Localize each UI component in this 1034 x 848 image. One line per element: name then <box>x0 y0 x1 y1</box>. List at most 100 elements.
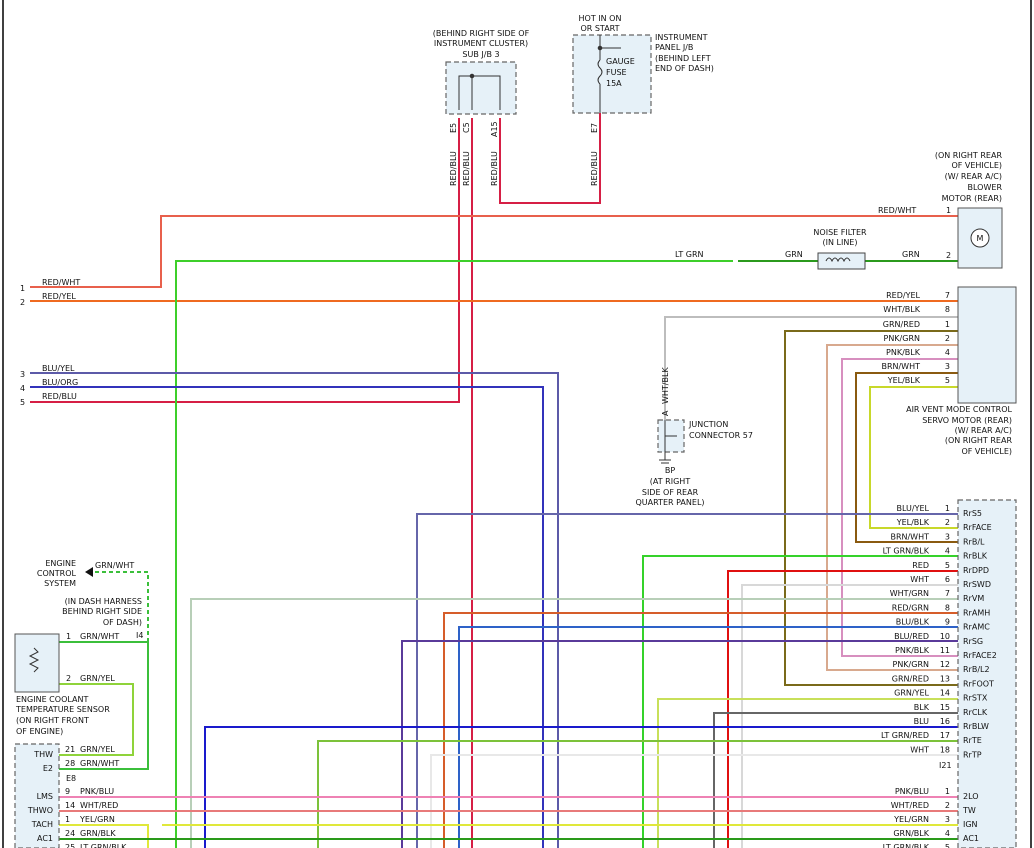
rear-unit-terminal-name: RrFOOT <box>963 679 994 688</box>
subjb-location-2: INSTRUMENT CLUSTER) <box>434 39 528 48</box>
ecm-wire-label: GRN/BLK <box>80 829 116 838</box>
ect-pin-2: 2 <box>66 674 71 683</box>
jc-label-1: JUNCTION <box>688 420 728 429</box>
rear-unit-wire-label: GRN/YEL <box>894 689 929 698</box>
ipjb-label-2: PANEL J/B <box>655 43 693 52</box>
servo-pin-number: 2 <box>945 334 950 343</box>
blower-label-1: (ON RIGHT REAR <box>935 151 1003 160</box>
wire-blk <box>713 712 958 848</box>
i21-terminal-name: IGN <box>963 820 978 829</box>
ecm-pin-number: 24 <box>65 829 75 838</box>
servo-wire-label: RED/YEL <box>886 291 920 300</box>
i21-wire-label: PNK/BLU <box>895 787 929 796</box>
i21-wire-label: WHT/RED <box>891 801 929 810</box>
ecm-wire-label: WHT/RED <box>80 801 118 810</box>
rear-unit-pin-number: 7 <box>945 589 950 598</box>
ect-label-1: ENGINE COOLANT <box>16 695 88 704</box>
wire-label-c5: RED/BLU <box>462 151 471 186</box>
rear-unit-pin-number: 16 <box>940 717 950 726</box>
wire-label-red-yel: RED/YEL <box>42 292 76 301</box>
rear-unit-wire-label: GRN/RED <box>892 674 929 683</box>
rear-unit-wire-label: WHT <box>910 745 929 754</box>
motor-letter: M <box>977 234 984 243</box>
sub-jb3-box <box>445 61 517 115</box>
thermistor-symbol <box>28 647 40 673</box>
noise-filter-label-2: (IN LINE) <box>823 238 858 247</box>
wire-yel-grn-a <box>58 824 149 848</box>
wire-wht-grn <box>190 598 958 848</box>
servo-label-5: OF VEHICLE) <box>961 447 1012 456</box>
wire-label-lt-grn: LT GRN <box>675 250 704 259</box>
i21-terminal-name: AC1 <box>963 834 979 843</box>
servo-label-4: (ON RIGHT REAR <box>945 436 1013 445</box>
servo-pin-number: 3 <box>945 362 950 371</box>
servo-label-1: AIR VENT MODE CONTROL <box>906 405 1012 414</box>
rear-unit-terminal-name: RrFACE2 <box>963 651 997 660</box>
conn-i21: I21 <box>939 761 952 770</box>
left-pin-4: 4 <box>20 384 25 393</box>
left-pin-5: 5 <box>20 398 25 407</box>
ecs-label-1: ENGINE <box>45 559 76 568</box>
wire-label-e5: RED/BLU <box>449 151 458 186</box>
ecm-pin-number: 9 <box>65 787 70 796</box>
i21-terminal-name: 2LO <box>963 792 979 801</box>
blower-pin-1: 1 <box>946 206 951 215</box>
wire-blu-org <box>30 386 544 848</box>
i21-pin-number: 1 <box>945 787 950 796</box>
wire-label-blu-org: BLU/ORG <box>42 378 78 387</box>
bp-label-1: BP <box>665 466 675 475</box>
pin-e7: E7 <box>590 123 599 133</box>
wire-label-red-wht-right: RED/WHT <box>878 206 916 215</box>
wire-lt-grn-red <box>317 740 958 848</box>
ecm-wire-label: GRN/WHT <box>80 759 119 768</box>
ecs-arrow <box>85 567 93 577</box>
rear-unit-pin-number: 17 <box>940 731 950 740</box>
rear-unit-wire-label: PNK/BLK <box>895 646 930 655</box>
noise-filter-coil <box>825 257 851 263</box>
rear-unit-terminal-name: RrAMH <box>963 608 990 617</box>
i21-wire-label: LT GRN/BLK <box>883 843 930 848</box>
conn-i4: I4 <box>136 631 143 640</box>
labels: (BEHIND RIGHT SIDE OF INSTRUMENT CLUSTER… <box>15 14 1013 783</box>
pin-a15: A15 <box>490 121 499 137</box>
dash-label-2: BEHIND RIGHT SIDE <box>62 607 142 616</box>
servo-label-2: SERVO MOTOR (REAR) <box>922 416 1012 425</box>
fuse-label-2: FUSE <box>606 68 627 77</box>
jc-label-2: CONNECTOR 57 <box>689 431 753 440</box>
ipjb-label-3: (BEHIND LEFT <box>655 54 711 63</box>
fuse-label-1: GAUGE <box>606 57 635 66</box>
rear-unit-wire-label: BLU/BLK <box>896 618 930 627</box>
rear-unit-pin-number: 2 <box>945 518 950 527</box>
wire-grn-wht-2 <box>58 642 149 770</box>
rear-unit-wire-label: YEL/BLK <box>896 518 930 527</box>
servo-wire-label: WHT/BLK <box>883 305 920 314</box>
conn-e8: E8 <box>66 774 76 783</box>
servo-pin-number: 4 <box>945 348 950 357</box>
servo-wire-label: PNK/GRN <box>884 334 921 343</box>
hot-label-2: OR START <box>580 24 619 33</box>
wire-pnk-grn <box>826 344 958 671</box>
wire-brn-wht <box>855 372 958 543</box>
wire-wht <box>741 584 958 848</box>
rear-unit-pin-number: 10 <box>940 632 950 641</box>
rear-unit-pin-number: 1 <box>945 504 950 513</box>
rear-unit-pin-number: 11 <box>940 646 950 655</box>
rear-unit-wire-label: RED <box>912 561 929 570</box>
rear-ac-unit-box <box>957 499 1017 848</box>
noise-filter-box <box>817 252 866 270</box>
rear-unit-pin-number: 8 <box>945 603 950 612</box>
rear-unit-terminal-name: RrBLW <box>963 722 989 731</box>
wire-red-blu-e5 <box>30 118 460 403</box>
wire-red-blu-a15 <box>499 113 601 204</box>
ecm-box <box>14 743 60 848</box>
wire-label-grn-2: GRN <box>902 250 920 259</box>
servo-pin-number: 8 <box>945 305 950 314</box>
wire-pnk-blk <box>841 358 958 657</box>
ecm-pin-number: 14 <box>65 801 75 810</box>
rear-unit-terminal-name: RrCLK <box>963 708 988 717</box>
wire-grn-red <box>784 330 958 686</box>
wire-label-ect-pin2: GRN/YEL <box>80 674 115 683</box>
